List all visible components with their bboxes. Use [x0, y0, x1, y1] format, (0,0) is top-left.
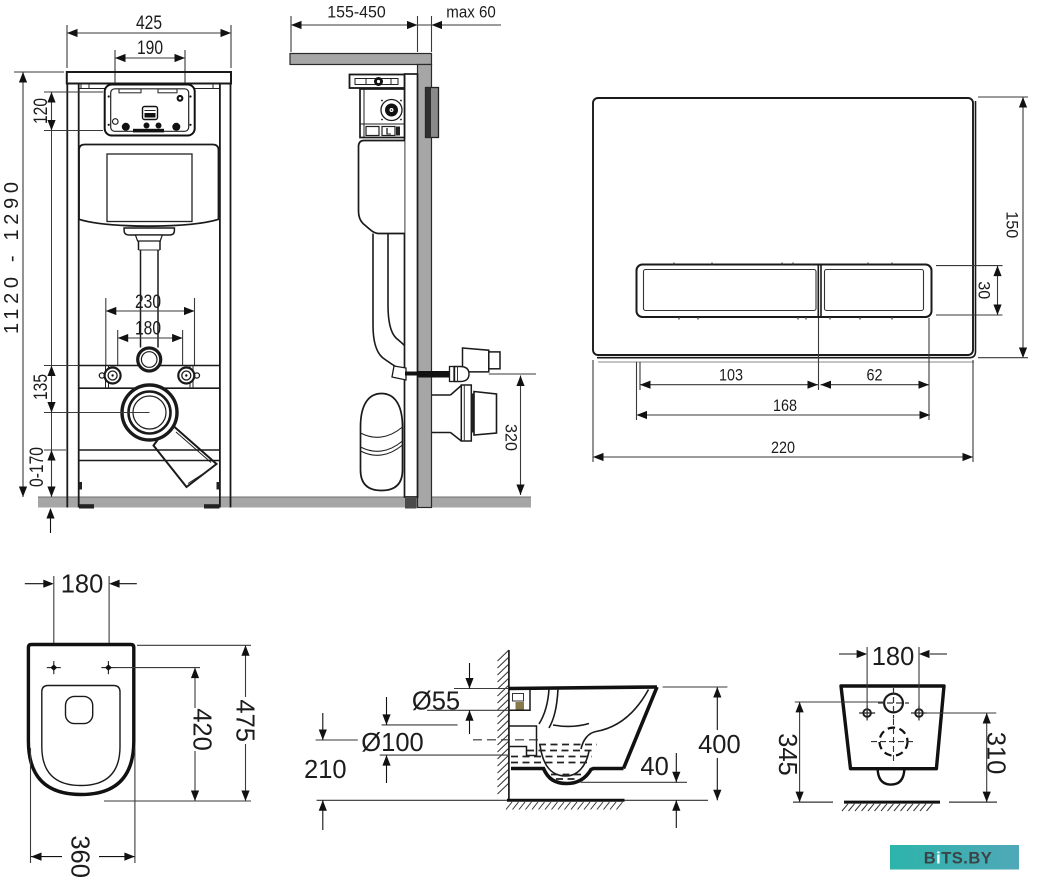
svg-text:Ø100: Ø100: [361, 729, 423, 757]
svg-text:62: 62: [867, 367, 883, 385]
svg-text:180: 180: [61, 571, 104, 599]
svg-text:210: 210: [304, 756, 347, 784]
svg-text:345: 345: [773, 733, 801, 776]
svg-text:400: 400: [698, 731, 741, 759]
svg-text:40: 40: [640, 753, 668, 781]
svg-text:103: 103: [719, 367, 743, 385]
svg-text:320: 320: [501, 424, 520, 451]
svg-text:max 60: max 60: [446, 3, 496, 22]
svg-text:180: 180: [872, 643, 915, 671]
svg-text:230: 230: [135, 292, 161, 313]
svg-text:360: 360: [65, 835, 93, 878]
svg-text:220: 220: [771, 439, 795, 457]
svg-text:310: 310: [981, 732, 1009, 775]
svg-text:190: 190: [137, 38, 163, 59]
svg-text:BiTS.BY: BiTS.BY: [924, 850, 993, 868]
svg-text:180: 180: [135, 319, 161, 340]
svg-text:150: 150: [1003, 211, 1022, 238]
svg-text:Ø55: Ø55: [412, 687, 460, 715]
svg-text:168: 168: [773, 397, 797, 415]
svg-text:135: 135: [31, 374, 52, 400]
svg-text:475: 475: [230, 699, 258, 742]
svg-text:120: 120: [31, 98, 52, 124]
svg-text:420: 420: [187, 708, 215, 751]
svg-text:155-450: 155-450: [327, 3, 386, 22]
svg-text:L: L: [386, 127, 392, 137]
svg-text:30: 30: [975, 281, 994, 299]
svg-text:1120 - 1290: 1120 - 1290: [1, 182, 23, 334]
svg-text:425: 425: [136, 13, 162, 34]
svg-text:0-170: 0-170: [27, 447, 48, 487]
